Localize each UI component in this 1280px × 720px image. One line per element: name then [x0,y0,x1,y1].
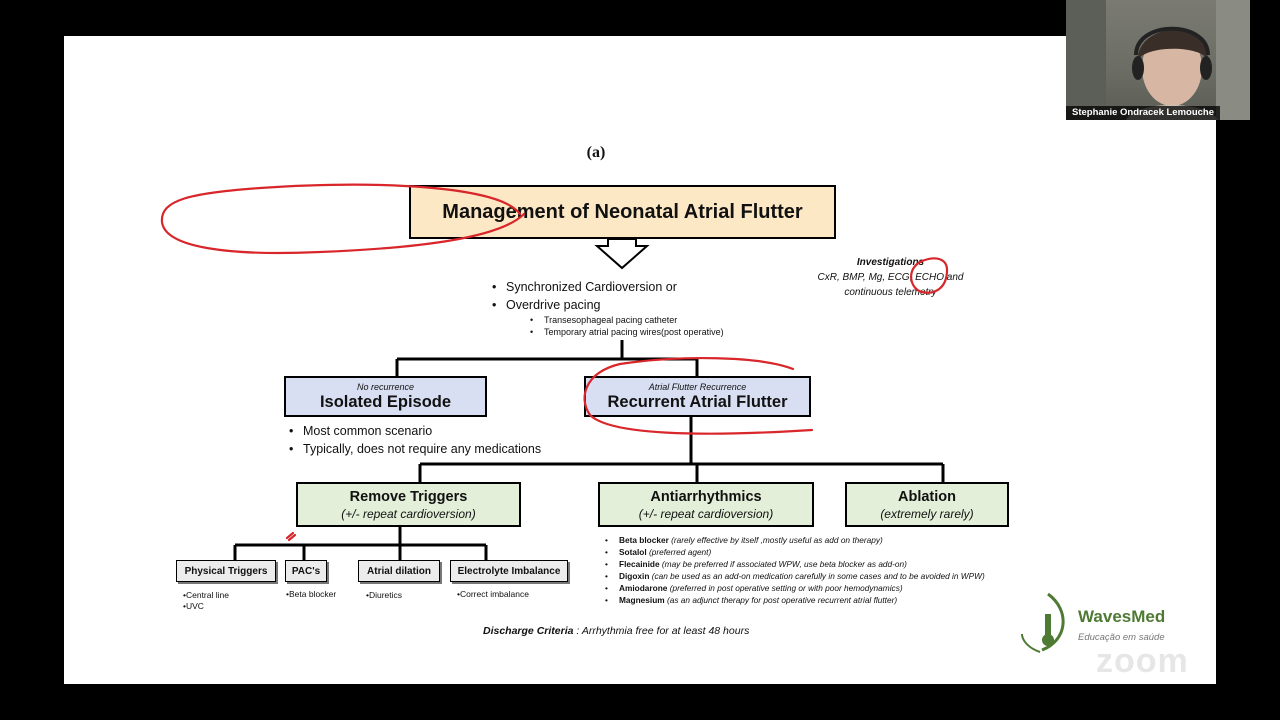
list-item: Most common scenario [289,422,541,440]
trigger-notes-physical: •Central line •UVC [183,590,229,611]
brand-name: WavesMed [1078,607,1166,626]
trigger-notes-dilation: •Diuretics [366,590,403,600]
list-item: Synchronized Cardioversion or [492,278,677,296]
ablation-box: Ablation (extremely rarely) [845,482,1009,527]
list-item: Magnesium (as an adjunct therapy for pos… [605,594,985,606]
investigations-note: Investigations CxR, BMP, Mg, ECG, ECHO a… [808,255,973,300]
list-item: Transesophageal pacing catheter [530,314,724,326]
antiarrhythmics-box: Antiarrhythmics (+/- repeat cardioversio… [598,482,814,527]
list-item: Flecainide (may be preferred if associat… [605,558,985,570]
list-item: Sotalol (preferred agent) [605,546,985,558]
box-subtitle: (extremely rarely) [880,507,974,521]
investigations-line: CxR, BMP, Mg, ECG, ECHO and [817,272,964,283]
box-caption: Atrial Flutter Recurrence [648,382,747,392]
participant-avatar [1066,0,1250,120]
box-subtitle: (+/- repeat cardioversion) [341,507,476,521]
isolated-episode-box: No recurrence Isolated Episode [284,376,487,417]
box-title: Ablation [898,489,956,505]
list-item: Amiodarone (preferred in post operative … [605,582,985,594]
zoom-watermark: zoom [1096,642,1189,680]
trigger-notes-electrolyte: •Correct imbalance [457,589,529,599]
brand-tagline: Educação em saúde [1078,632,1165,643]
trigger-notes-pacs: •Beta blocker [286,589,337,599]
annotation-circle-title [160,183,526,255]
wavesmed-logo-icon [1021,592,1065,653]
list-item: Overdrive pacing [492,296,677,314]
list-item: Typically, does not require any medicati… [289,440,541,458]
annotation-scribble [285,531,297,542]
recurrent-flutter-box: Atrial Flutter Recurrence Recurrent Atri… [584,376,811,417]
list-item: Temporary atrial pacing wires(post opera… [530,326,724,338]
box-title: Remove Triggers [349,489,468,505]
box-caption: No recurrence [356,382,415,392]
box-title: Antiarrhythmics [650,489,762,505]
box-title: Recurrent Atrial Flutter [607,393,788,411]
trigger-physical: Physical Triggers [176,560,276,582]
trigger-electrolyte: Electrolyte Imbalance [450,560,568,582]
trigger-atrial-dilation: Atrial dilation [358,560,440,582]
trigger-pacs: PAC's [285,560,327,582]
down-arrow-icon [594,238,650,270]
box-title: Isolated Episode [319,393,452,411]
investigations-line: continuous telemetry [844,287,937,298]
antiarrhythmic-drug-list: Beta blocker (rarely effective by itself… [605,534,985,606]
pacing-options-list: Transesophageal pacing catheter Temporar… [530,314,724,338]
initial-treatment-list: Synchronized Cardioversion or Overdrive … [492,278,677,314]
participant-name: Stephanie Ondracek Lemouche [1066,106,1220,120]
list-item: Digoxin (can be used as an add-on medica… [605,570,985,582]
list-item: Beta blocker (rarely effective by itself… [605,534,985,546]
annotation-circle-recurrent [583,356,814,435]
investigations-heading: Investigations [856,257,925,268]
panel-label: (a) [586,144,606,161]
annotation-circle-echo [910,257,949,294]
remove-triggers-box: Remove Triggers (+/- repeat cardioversio… [296,482,521,527]
isolated-episode-notes: Most common scenario Typically, does not… [289,422,541,458]
box-subtitle: (+/- repeat cardioversion) [638,507,774,521]
discharge-criteria: Discharge Criteria : Arrhythmia free for… [483,625,750,637]
participant-video[interactable] [1066,0,1250,120]
